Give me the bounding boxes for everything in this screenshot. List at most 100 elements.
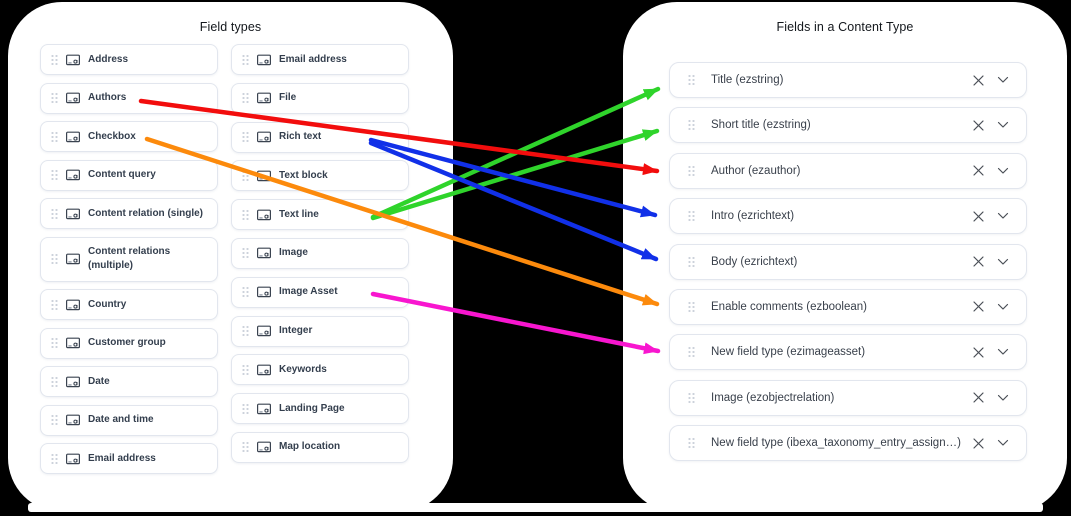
field-type-item[interactable]: Date and time xyxy=(40,404,218,436)
field-type-item[interactable]: Rich text xyxy=(231,121,409,153)
content-type-field-row[interactable]: Title (ezstring) xyxy=(669,62,1027,98)
field-type-icon xyxy=(66,54,80,66)
field-type-label: Text block xyxy=(279,169,328,181)
field-type-label: Text line xyxy=(279,208,319,220)
remove-field-icon[interactable] xyxy=(969,434,987,452)
chevron-down-icon[interactable] xyxy=(994,207,1012,225)
remove-field-icon[interactable] xyxy=(969,71,987,89)
field-type-label: File xyxy=(279,92,297,104)
field-type-item[interactable]: Checkbox xyxy=(40,121,218,152)
field-type-item[interactable]: Customer group xyxy=(40,327,218,359)
field-type-item[interactable]: Image xyxy=(231,237,409,269)
drag-handle-icon[interactable] xyxy=(51,131,58,143)
drag-handle-icon[interactable] xyxy=(51,54,58,66)
chevron-down-icon[interactable] xyxy=(994,253,1012,271)
field-type-item[interactable]: Content relation (single) xyxy=(40,198,218,229)
drag-handle-icon[interactable] xyxy=(51,337,58,349)
content-type-field-row[interactable]: Short title (ezstring) xyxy=(669,107,1027,144)
remove-field-icon[interactable] xyxy=(969,298,987,316)
drag-handle-icon[interactable] xyxy=(51,299,58,311)
chevron-down-icon[interactable] xyxy=(994,298,1012,316)
field-type-item[interactable]: Email address xyxy=(231,44,409,75)
chevron-down-icon[interactable] xyxy=(994,116,1012,134)
remove-field-icon[interactable] xyxy=(969,116,987,134)
drag-handle-icon[interactable] xyxy=(242,325,249,337)
drag-handle-icon[interactable] xyxy=(688,210,695,222)
field-type-item[interactable]: Image Asset xyxy=(231,276,409,308)
drag-handle-icon[interactable] xyxy=(242,364,249,376)
remove-field-icon[interactable] xyxy=(969,162,987,180)
drag-handle-icon[interactable] xyxy=(51,169,58,181)
drag-handle-icon[interactable] xyxy=(688,119,695,131)
field-type-icon xyxy=(66,299,80,311)
content-type-field-row[interactable]: Body (ezrichtext) xyxy=(669,243,1027,280)
field-type-item[interactable]: Address xyxy=(40,44,218,75)
drag-handle-icon[interactable] xyxy=(51,253,58,265)
remove-field-icon[interactable] xyxy=(969,207,987,225)
content-type-field-label: Author (ezauthor) xyxy=(711,164,801,177)
content-type-field-label: Intro (ezrichtext) xyxy=(711,210,795,223)
drag-handle-icon[interactable] xyxy=(242,170,249,182)
drag-handle-icon[interactable] xyxy=(242,286,249,298)
drag-handle-icon[interactable] xyxy=(688,74,695,86)
drag-handle-icon[interactable] xyxy=(51,376,58,388)
remove-field-icon[interactable] xyxy=(969,343,987,361)
field-type-icon xyxy=(66,131,80,143)
drag-handle-icon[interactable] xyxy=(242,247,249,259)
drag-handle-icon[interactable] xyxy=(688,301,695,313)
field-type-icon xyxy=(66,169,80,181)
content-type-field-row[interactable]: New field type (ezimageasset) xyxy=(669,334,1027,371)
content-type-field-row[interactable]: Enable comments (ezboolean) xyxy=(669,288,1027,325)
chevron-down-icon[interactable] xyxy=(994,71,1012,89)
field-type-item[interactable]: Integer xyxy=(231,315,409,347)
drag-handle-icon[interactable] xyxy=(688,165,695,177)
field-type-label: Date xyxy=(88,375,110,387)
content-type-field-row[interactable]: New field type (ibexa_taxonomy_entry_ass… xyxy=(669,425,1027,462)
field-type-item[interactable]: Country xyxy=(40,289,218,320)
field-type-icon xyxy=(257,131,271,143)
drag-handle-icon[interactable] xyxy=(242,92,249,104)
drag-handle-icon[interactable] xyxy=(688,392,695,404)
drag-handle-icon[interactable] xyxy=(688,437,695,449)
field-type-item[interactable]: Text line xyxy=(231,199,409,231)
field-type-label: Content relations (multiple) xyxy=(88,246,171,271)
drag-handle-icon[interactable] xyxy=(688,346,695,358)
drag-handle-icon[interactable] xyxy=(242,403,249,415)
chevron-down-icon[interactable] xyxy=(994,434,1012,452)
field-type-icon xyxy=(257,364,271,376)
chevron-down-icon[interactable] xyxy=(994,162,1012,180)
drag-handle-icon[interactable] xyxy=(51,453,58,465)
field-type-item[interactable]: Authors xyxy=(40,82,218,114)
field-type-item[interactable]: Map location xyxy=(231,431,409,463)
field-type-item[interactable]: Email address xyxy=(40,443,218,474)
chevron-down-icon[interactable] xyxy=(994,389,1012,407)
chevron-down-icon[interactable] xyxy=(994,343,1012,361)
content-type-field-row[interactable]: Author (ezauthor) xyxy=(669,152,1027,189)
content-type-field-row[interactable]: Intro (ezrichtext) xyxy=(669,198,1027,235)
content-type-field-label: New field type (ezimageasset) xyxy=(711,346,866,359)
remove-field-icon[interactable] xyxy=(969,389,987,407)
field-type-icon xyxy=(257,209,271,221)
field-type-item[interactable]: Keywords xyxy=(231,354,409,386)
drag-handle-icon[interactable] xyxy=(51,208,58,220)
field-type-item[interactable]: Date xyxy=(40,366,218,397)
background-strip xyxy=(28,503,1043,512)
drag-handle-icon[interactable] xyxy=(242,131,249,143)
content-type-field-row[interactable]: Image (ezobjectrelation) xyxy=(669,379,1027,416)
drag-handle-icon[interactable] xyxy=(51,92,58,104)
drag-handle-icon[interactable] xyxy=(688,256,695,268)
drag-handle-icon[interactable] xyxy=(51,414,58,426)
field-type-item[interactable]: File xyxy=(231,82,409,114)
field-type-item[interactable]: Content query xyxy=(40,159,218,191)
drag-handle-icon[interactable] xyxy=(242,441,249,453)
field-type-icon xyxy=(257,54,271,66)
remove-field-icon[interactable] xyxy=(969,253,987,271)
field-type-item[interactable]: Content relations (multiple) xyxy=(40,236,218,282)
field-type-item[interactable]: Text block xyxy=(231,160,409,192)
drag-handle-icon[interactable] xyxy=(242,209,249,221)
field-type-item[interactable]: Landing Page xyxy=(231,393,409,425)
field-type-label: Customer group xyxy=(88,337,166,348)
field-type-label: Email address xyxy=(279,53,347,65)
drag-handle-icon[interactable] xyxy=(242,54,249,66)
